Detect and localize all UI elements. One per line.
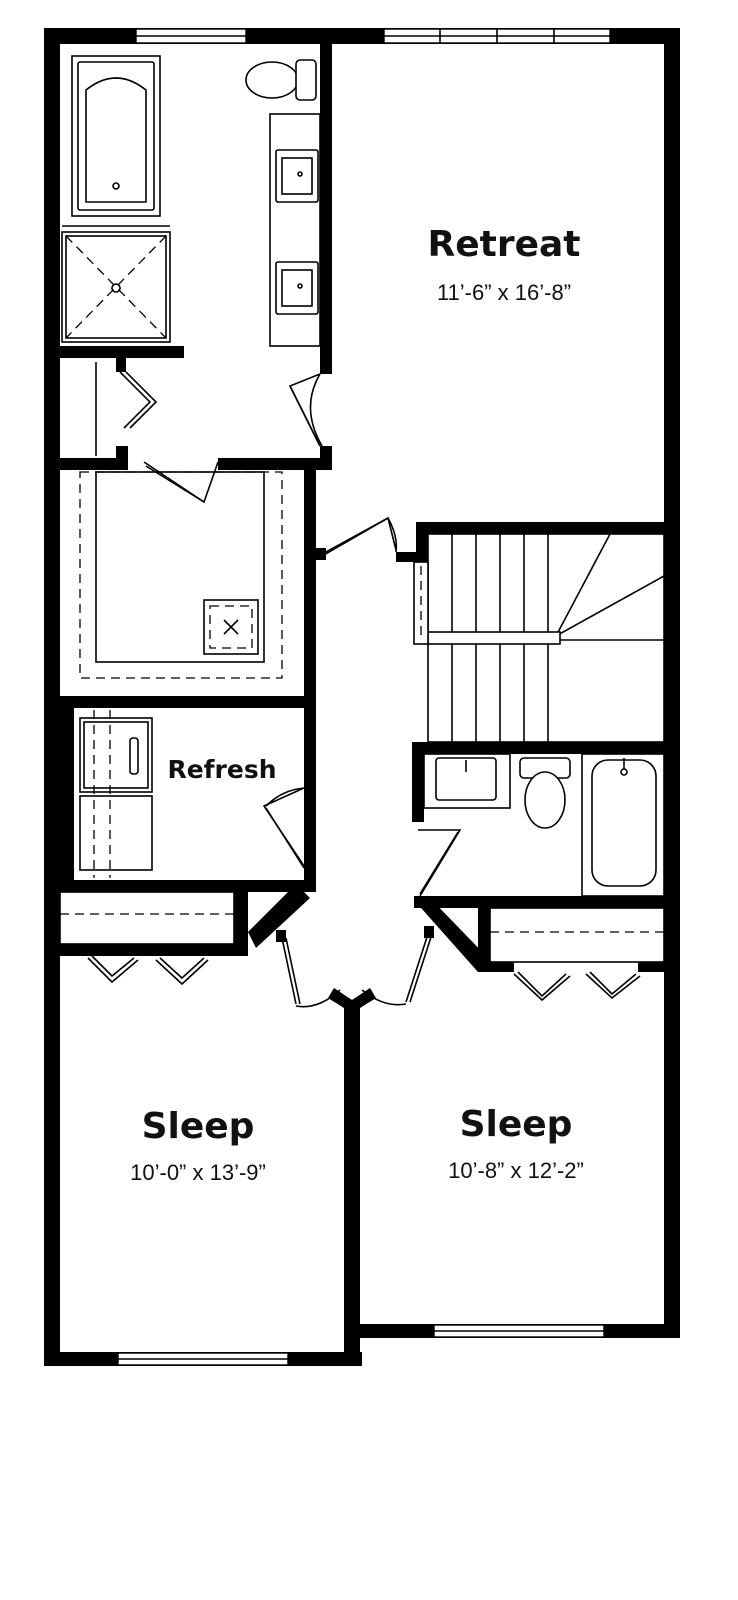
ensuite-fixtures <box>61 55 321 347</box>
refresh-door <box>262 787 305 869</box>
right-closet <box>489 907 665 1002</box>
hall-bath-fixtures <box>418 753 665 897</box>
laundry-fixtures <box>79 710 153 878</box>
room-name-refresh: Refresh <box>167 755 276 784</box>
room-name-retreat: Retreat <box>427 224 580 265</box>
retreat-door <box>321 516 398 557</box>
room-dims-retreat: 11’-6” x 16’-8” <box>437 280 571 305</box>
windows <box>117 28 611 1366</box>
room-name-sleep-left: Sleep <box>142 1106 255 1147</box>
walk-in-closet <box>79 461 283 679</box>
linen-closet <box>95 362 158 456</box>
room-name-sleep-right: Sleep <box>460 1104 573 1145</box>
interior-walls <box>60 44 680 1008</box>
sleep-doors <box>281 933 433 1008</box>
room-dims-sleep-right: 10’-8” x 12’-2” <box>448 1158 584 1183</box>
staircase <box>413 533 665 743</box>
ensuite-door <box>288 373 323 447</box>
room-dims-sleep-left: 10’-0” x 13’-9” <box>130 1160 266 1185</box>
left-closet <box>59 891 235 986</box>
